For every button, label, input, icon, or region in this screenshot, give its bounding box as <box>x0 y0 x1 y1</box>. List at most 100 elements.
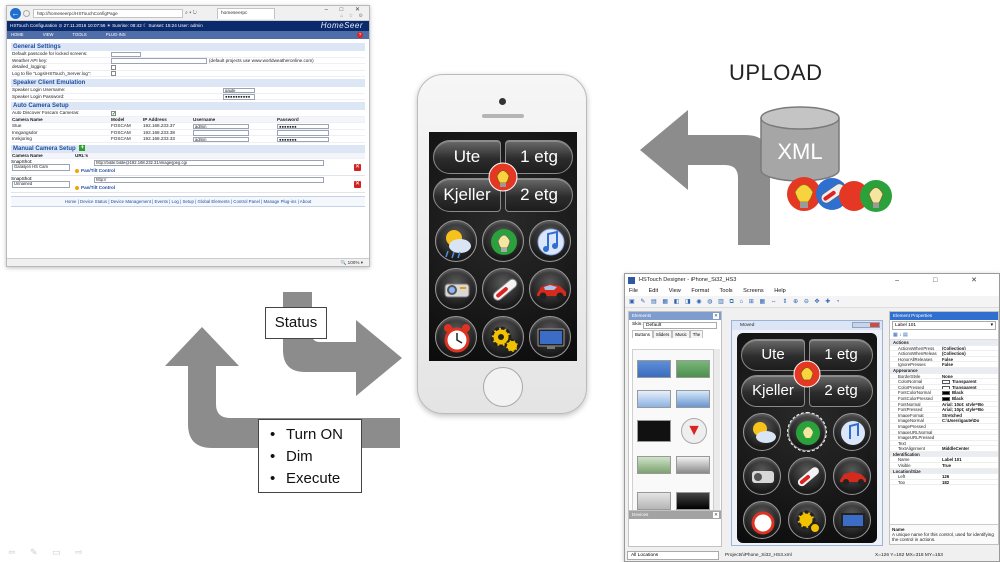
room-button-kjeller[interactable]: Kjeller <box>741 375 805 407</box>
property-row[interactable]: ImageURLNormal <box>890 430 998 436</box>
address-bar[interactable]: http://homeseerpc/HSTouchConfigPage <box>33 9 183 18</box>
gear-icon[interactable] <box>482 316 524 358</box>
tab-themes[interactable]: The <box>689 330 704 338</box>
room-button-2etg[interactable]: 2 etg <box>505 178 573 212</box>
footer-links[interactable]: Home | Device Status | Device Management… <box>11 196 365 207</box>
camera-user-input[interactable]: admin <box>193 123 249 129</box>
close-icon[interactable]: ✕ <box>713 313 719 319</box>
speaker-password-input[interactable]: ●●●●●●●●●● <box>223 94 255 100</box>
room-button-ute[interactable]: Ute <box>433 140 501 174</box>
room-button-2etg[interactable]: 2 etg <box>809 375 873 407</box>
tab-buttons[interactable]: Buttons <box>632 330 653 338</box>
property-category[interactable]: Location/Size <box>890 468 998 475</box>
menu-format[interactable]: Format <box>691 288 710 294</box>
camera-user-input[interactable] <box>193 130 249 136</box>
camera-user-input[interactable]: admin <box>193 136 249 142</box>
auto-discover-checkbox[interactable]: ✓ <box>111 110 117 117</box>
menu-tools[interactable]: Tools <box>719 288 733 294</box>
close-icon[interactable]: ✕ <box>713 512 719 518</box>
skin-swatch[interactable] <box>637 456 671 474</box>
thermometer-icon[interactable] <box>482 268 524 310</box>
room-button-ute[interactable]: Ute <box>741 339 805 371</box>
property-row[interactable]: Text <box>890 441 998 447</box>
designer-toolbar-icons[interactable]: ▣ ✎ ▤ ▦ ◧ ◨ ◉ ◍ ▥ ⧉ ⌂ ⊞ ▦ ⇔ ⇕ ⊕ ⊖ ✥ ✚ ◔ <box>625 296 999 308</box>
tab-music[interactable]: Music <box>672 330 690 338</box>
menu-view[interactable]: View <box>668 288 681 294</box>
property-row[interactable]: ActionsWhenReleas(Collection) <box>890 351 998 357</box>
property-category[interactable]: Appearance <box>890 367 998 374</box>
back-button[interactable]: ← <box>10 8 21 19</box>
delete-camera-button[interactable]: ✕ <box>354 164 361 171</box>
weather-icon[interactable] <box>435 220 477 262</box>
menu-help[interactable]: Help <box>774 288 786 294</box>
down-arrow-icon[interactable]: ▼ <box>681 418 707 444</box>
menu-edit[interactable]: Edit <box>648 288 659 294</box>
gallery-scrollbar[interactable] <box>713 349 720 534</box>
skin-swatch[interactable] <box>637 390 671 408</box>
lightbulb-icon[interactable] <box>787 412 827 452</box>
property-category[interactable]: Identification <box>890 451 998 458</box>
nav-home[interactable]: HOME <box>11 32 24 37</box>
skin-swatch[interactable] <box>637 492 671 510</box>
nav-plugins[interactable]: PLUG-INS <box>105 32 126 37</box>
camera-name-input[interactable]: Garasjen HS Cam <box>12 164 70 171</box>
property-row[interactable]: ActionsWhenPress(Collection) <box>890 346 998 352</box>
ptz-control-link[interactable]: Pan/Tilt Control <box>75 185 115 190</box>
car-icon[interactable] <box>833 457 871 495</box>
camera-pass-input[interactable] <box>277 130 329 136</box>
add-camera-icon[interactable]: + <box>79 144 86 151</box>
zoom-level[interactable]: 🔍 100% ▾ <box>7 258 369 266</box>
lightbulb-icon[interactable] <box>487 161 519 193</box>
canvas-window-controls[interactable] <box>852 322 880 328</box>
search-icon[interactable]: ⌕ ▾ ↻ <box>185 10 197 16</box>
tv-icon[interactable] <box>529 316 571 358</box>
projector-icon[interactable] <box>743 457 781 495</box>
car-icon[interactable] <box>529 268 571 310</box>
weather-api-input[interactable] <box>111 58 207 64</box>
weather-icon[interactable] <box>743 413 781 451</box>
camera-pass-input[interactable]: ●●●●●●● <box>277 136 329 142</box>
skin-select[interactable]: Default <box>643 322 717 329</box>
projector-icon[interactable] <box>435 268 477 310</box>
room-button-1etg[interactable]: 1 etg <box>809 339 873 371</box>
skin-swatch[interactable] <box>676 390 710 408</box>
camera-name-input[interactable]: Unnamed <box>12 181 70 188</box>
skin-swatch[interactable] <box>637 360 671 378</box>
skin-swatch[interactable] <box>676 492 710 510</box>
speaker-username-input[interactable]: gaute <box>223 87 255 93</box>
music-icon[interactable] <box>529 220 571 262</box>
passcode-input[interactable] <box>111 51 141 57</box>
property-row[interactable]: ImagePressed <box>890 424 998 430</box>
property-category[interactable]: Actions <box>890 340 998 346</box>
tv-icon[interactable] <box>833 501 871 539</box>
browser-tab[interactable]: homeseerpc <box>217 8 275 19</box>
menu-file[interactable]: File <box>629 288 639 294</box>
nav-tools[interactable]: TOOLS <box>72 32 87 37</box>
help-icon[interactable]: ? <box>357 32 363 38</box>
snapshot-url-input[interactable]: http:// <box>94 177 324 183</box>
thermometer-icon[interactable] <box>788 457 826 495</box>
snapshot-url-input[interactable]: http://bilde:bilde@192.168.232.31/image/… <box>94 160 324 166</box>
properties-element-select[interactable]: Label 101 ▾ <box>892 321 996 330</box>
delete-camera-button[interactable]: ✕ <box>354 181 361 188</box>
locations-select[interactable]: All Locations <box>627 551 719 560</box>
log-to-file-checkbox[interactable] <box>111 71 116 77</box>
camera-pass-input[interactable]: ●●●●●●● <box>277 123 329 129</box>
window-controls[interactable]: – □ ✕ <box>324 7 365 13</box>
alarm-clock-icon[interactable] <box>743 501 781 539</box>
music-icon[interactable] <box>833 413 871 451</box>
alarm-clock-icon[interactable] <box>435 316 477 358</box>
ptz-control-link[interactable]: Pan/Tilt Control <box>75 168 115 173</box>
